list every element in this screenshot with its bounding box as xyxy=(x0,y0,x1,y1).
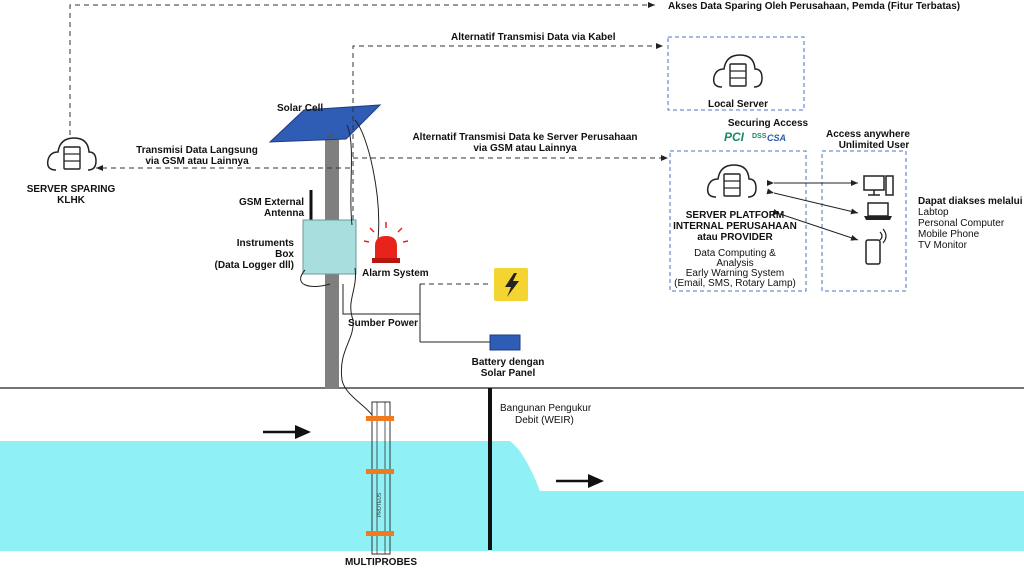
instruments-label-1: Instruments xyxy=(237,238,295,249)
platform-label-2: INTERNAL PERUSAHAAN xyxy=(673,221,797,232)
mobile-phone-icon xyxy=(865,228,887,265)
cloud-server-icon xyxy=(706,164,757,198)
platform-label-1: SERVER PLATFORM xyxy=(686,210,785,221)
pci-logo: PCI xyxy=(724,130,745,144)
flow-arrow-right xyxy=(556,474,604,488)
dapat-item: Personal Computer xyxy=(918,218,1005,229)
monitoring-station xyxy=(268,104,409,416)
multiprobe: PROTEUS xyxy=(366,401,394,555)
laptop-icon xyxy=(864,202,892,220)
battery-label-1: Battery dengan xyxy=(472,357,545,368)
alt-server-label-2: via GSM atau Lainnya xyxy=(473,143,577,154)
multiprobes-label: MULTIPROBES xyxy=(345,557,417,568)
instruments-box xyxy=(302,219,357,275)
local-server-label: Local Server xyxy=(708,99,768,110)
solar-cell-label: Solar Cell xyxy=(277,103,323,114)
server-sparing-label-1: SERVER SPARING xyxy=(27,184,116,195)
compute-label-1: Data Computing & xyxy=(694,248,776,259)
device-arrows xyxy=(766,180,859,241)
water-scene xyxy=(0,387,1024,551)
gsm-label-1: GSM External xyxy=(239,197,304,208)
transmission-lines xyxy=(69,2,668,220)
compute-label-3: Early Warning System xyxy=(686,268,785,279)
instruments-label-2: Box xyxy=(275,249,294,260)
compute-label-4: (Email, SMS, Rotary Lamp) xyxy=(674,278,796,289)
probe-ring xyxy=(366,469,394,474)
battery xyxy=(489,334,521,351)
flow-arrow-left xyxy=(263,425,311,439)
instruments-label-3: (Data Logger dll) xyxy=(215,260,294,271)
upstream-water xyxy=(0,441,1024,551)
sumber-power-label: Sumber Power xyxy=(348,318,418,329)
transmisi-label-1: Transmisi Data Langsung xyxy=(136,145,258,156)
csa-logo: CSA xyxy=(767,133,786,143)
desktop-icon xyxy=(863,175,894,196)
cloud-server-icon xyxy=(46,137,97,171)
dapat-item: TV Monitor xyxy=(918,240,968,251)
access-anywhere-label: Access anywhere xyxy=(826,129,910,140)
alarm-label: Alarm System xyxy=(362,268,429,279)
dapat-item: Labtop xyxy=(918,207,949,218)
siren-icon xyxy=(363,222,409,263)
dapat-item: Mobile Phone xyxy=(918,229,980,240)
proteus-label: PROTEUS xyxy=(377,492,383,517)
battery-label-2: Solar Panel xyxy=(481,368,536,379)
dapat-title: Dapat diakses melalui xyxy=(918,196,1023,207)
probe-ring xyxy=(366,416,394,421)
securing-access-label: Securing Access xyxy=(728,118,809,129)
platform-label-3: atau PROVIDER xyxy=(697,232,773,243)
probe-ring xyxy=(366,531,394,536)
local-server-box xyxy=(667,36,805,111)
transmisi-label-2: via GSM atau Lainnya xyxy=(145,156,249,167)
bangunan-label-2: Debit (WEIR) xyxy=(515,415,574,426)
alt-kabel-label: Alternatif Transmisi Data via Kabel xyxy=(451,32,616,43)
alt-server-label-1: Alternatif Transmisi Data ke Server Peru… xyxy=(412,132,637,143)
compute-label-2: Analysis xyxy=(716,258,753,269)
power-section xyxy=(342,268,528,351)
gsm-label-2: Antenna xyxy=(264,208,304,219)
unlimited-user-label: Unlimited User xyxy=(839,140,910,151)
unlimited-user-box xyxy=(821,150,907,292)
bangunan-label-1: Bangunan Pengukur xyxy=(500,403,592,414)
solar-panel xyxy=(268,104,382,143)
lightning-icon xyxy=(494,268,528,301)
dss-logo: DSS xyxy=(752,133,767,140)
security-logos: PCI DSS CSA xyxy=(724,130,786,144)
server-sparing-label-2: KLHK xyxy=(57,195,86,206)
cloud-server-icon xyxy=(712,54,763,88)
akses-sparing-label: Akses Data Sparing Oleh Perusahaan, Pemd… xyxy=(668,1,960,12)
